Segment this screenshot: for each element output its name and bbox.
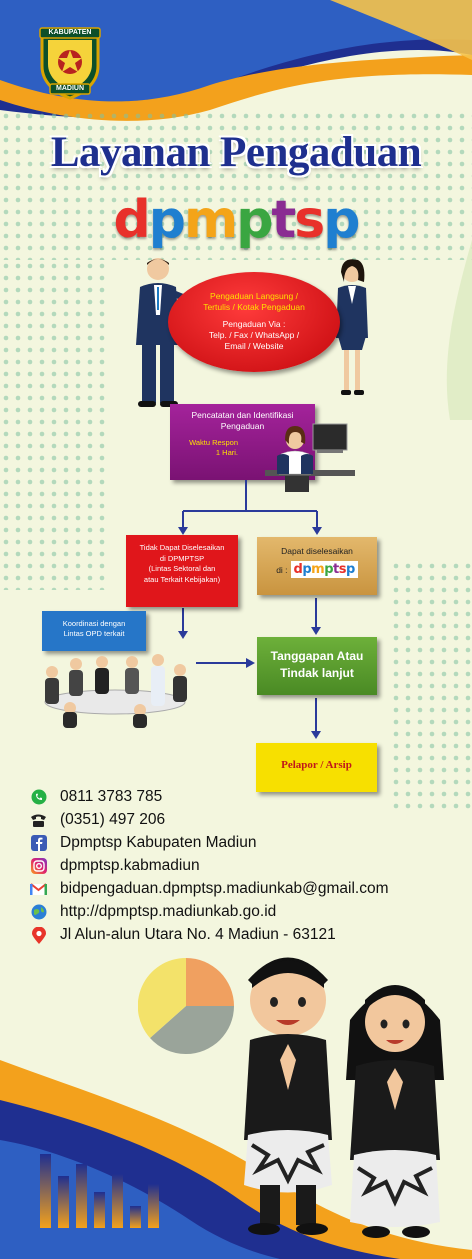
- step1-line5: Email / Website: [224, 341, 284, 351]
- businesswoman-illustration: [336, 259, 368, 395]
- step2-line2: Pengaduan: [220, 421, 265, 431]
- step-reporter-archive: Pelapor / Arsip: [256, 743, 377, 792]
- brand-letter: m: [184, 190, 238, 250]
- contact-instagram[interactable]: dpmptsp.kabmadiun: [30, 855, 200, 877]
- left-line4: atau Terkait Kebijakan): [143, 574, 221, 584]
- office-worker-illustration: [265, 423, 355, 492]
- step1-line3: Pengaduan Via :: [222, 319, 286, 329]
- contact-website[interactable]: http://dpmptsp.madiunkab.go.id: [30, 901, 276, 923]
- brand-letter: p: [148, 190, 186, 250]
- page-title: Layanan Pengaduan: [50, 129, 422, 176]
- whatsapp-icon: [30, 789, 47, 806]
- brand-letter: t: [271, 190, 296, 250]
- pie-decoration: [138, 958, 234, 1054]
- step1-line4: Telp. / Fax / WhatsApp /: [208, 330, 300, 340]
- coord-line1: Koordinasi dengan: [62, 619, 126, 628]
- bar-chart-decoration: [40, 1154, 159, 1228]
- small-brand-letter: s: [338, 562, 347, 577]
- dot-pattern-left: [0, 260, 110, 590]
- small-brand-letter: t: [333, 562, 339, 577]
- location-pin-icon: [30, 926, 47, 944]
- contact-address[interactable]: Jl Alun-alun Utara No. 4 Madiun - 63121: [30, 924, 336, 946]
- step-complaint-intake: Pengaduan Langsung / Tertulis / Kotak Pe…: [168, 272, 340, 372]
- contact-text: dpmptsp.kabmadiun: [60, 857, 200, 874]
- meeting-illustration: [44, 654, 187, 728]
- left-line1: Tidak Dapat Diselesaikan: [139, 543, 225, 552]
- step-cannot-resolve: Tidak Dapat Diselesaikan di DPMPTSP (Lin…: [126, 535, 238, 607]
- flow-connectors: [178, 480, 322, 739]
- contact-text: Jl Alun-alun Utara No. 4 Madiun - 63121: [60, 926, 336, 943]
- dot-pattern-top: [0, 110, 472, 260]
- contact-text: bidpengaduan.dpmptsp.madiunkab@gmail.com: [60, 880, 389, 897]
- contact-facebook[interactable]: Dpmptsp Kabupaten Madiun: [30, 832, 256, 854]
- brand-letter: p: [323, 190, 360, 250]
- boy-mascot-illustration: [244, 957, 332, 1235]
- telephone-icon: [30, 812, 47, 829]
- facebook-icon: [30, 835, 47, 852]
- contact-telephone[interactable]: (0351) 497 206: [30, 809, 165, 831]
- right-brand-logo: dpmptsp: [290, 561, 358, 578]
- dot-pattern-right: [390, 560, 472, 810]
- right-line1: Dapat diselesaikan: [281, 546, 353, 556]
- contact-gmail[interactable]: bidpengaduan.dpmptsp.madiunkab@gmail.com: [30, 878, 389, 900]
- brand-letter: p: [236, 190, 273, 250]
- logo-text-bottom: MADIUN: [56, 85, 84, 92]
- contact-text: Dpmptsp Kabupaten Madiun: [60, 834, 257, 851]
- brand-letter: d: [113, 190, 151, 250]
- contact-text: http://dpmptsp.madiunkab.go.id: [60, 903, 277, 920]
- kabupaten-madiun-logo: KABUPATEN MADIUN: [36, 22, 104, 100]
- brand-logo: dpmptsp: [0, 190, 472, 250]
- step-response-followup: Tanggapan Atau Tindak lanjut: [257, 637, 377, 695]
- small-brand-letter: p: [324, 562, 334, 577]
- step2-line1: Pencatatan dan Identifikasi: [191, 410, 294, 420]
- small-brand-letter: d: [293, 562, 303, 577]
- step-can-resolve: Dapat diselesaikan di : dpmptsp: [257, 537, 377, 595]
- contact-text: 0811 3783 785: [60, 788, 163, 805]
- response-line1: Tanggapan Atau: [270, 649, 364, 663]
- final-label: Pelapor / Arsip: [281, 759, 352, 771]
- gmail-icon: [30, 881, 47, 898]
- step2-response-time: Waktu Respon: [189, 438, 238, 447]
- small-brand-letter: p: [302, 562, 312, 577]
- girl-mascot-illustration: [346, 985, 444, 1238]
- contact-whatsapp[interactable]: 0811 3783 785: [30, 786, 162, 808]
- instagram-icon: [30, 858, 47, 875]
- globe-icon: [30, 904, 47, 921]
- step1-line2: Tertulis / Kotak Pengaduan: [203, 302, 305, 312]
- logo-text-top: KABUPATEN: [48, 29, 92, 36]
- coord-line2: Lintas OPD terkait: [63, 629, 125, 638]
- left-line3: (Lintas Sektoral dan: [148, 564, 216, 573]
- right-line2: di :: [276, 564, 288, 575]
- left-line2: di DPMPTSP: [159, 553, 205, 563]
- small-brand-letter: p: [345, 562, 355, 577]
- step-coordination: Koordinasi dengan Lintas OPD terkait: [42, 611, 146, 651]
- response-line2: Tindak lanjut: [280, 666, 354, 680]
- step1-line1: Pengaduan Langsung /: [210, 291, 298, 301]
- contact-text: (0351) 497 206: [60, 811, 166, 828]
- brand-letter: s: [294, 190, 325, 250]
- step2-response-value: 1 Hari.: [215, 448, 238, 457]
- small-brand-letter: m: [311, 562, 325, 577]
